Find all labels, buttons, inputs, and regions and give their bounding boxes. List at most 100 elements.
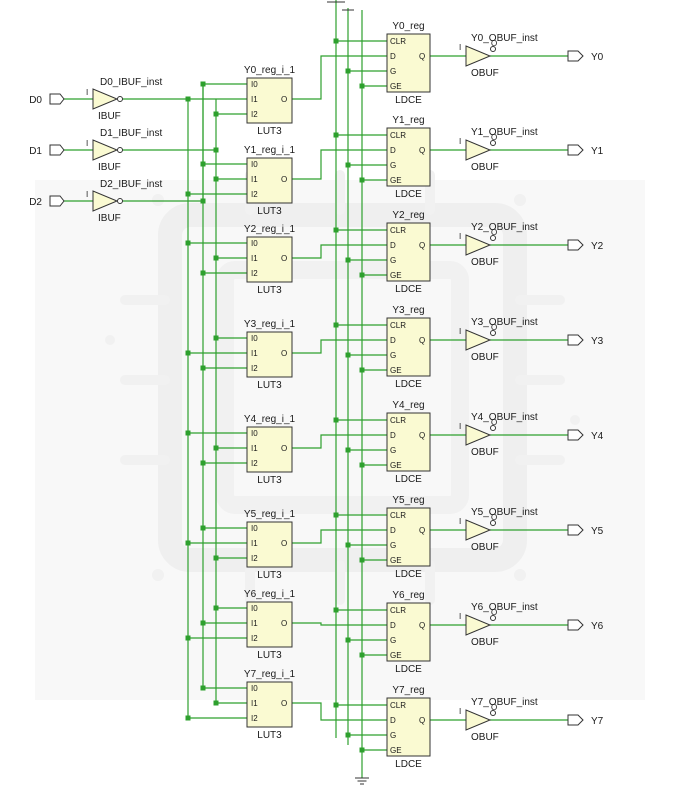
reg-pin-label: GE [390, 271, 402, 280]
input-port-arrow-icon[interactable] [49, 195, 65, 207]
lut-to-reg-wire [292, 434, 387, 449]
ldce-block[interactable] [386, 33, 431, 93]
output-port-arrow-icon[interactable] [567, 524, 584, 536]
ldce-block[interactable] [386, 317, 431, 377]
lut-pin-label: I1 [251, 539, 258, 548]
input-port-arrow-icon[interactable] [49, 93, 65, 105]
reg-pin-label: GE [390, 176, 402, 185]
junction-dot [359, 747, 365, 753]
reg-pin-label: GE [390, 651, 402, 660]
junction-dot [185, 240, 191, 246]
ibuf-pin-i: I [86, 88, 88, 97]
output-port-arrow-icon[interactable] [567, 144, 584, 156]
lut-pin-label: I1 [251, 699, 258, 708]
junction-dot [213, 335, 219, 341]
ldce-block[interactable] [386, 222, 431, 282]
lut3-block[interactable] [246, 331, 293, 378]
buffer-bubble [117, 198, 123, 204]
lut3-block[interactable] [246, 681, 293, 728]
buffer-triangle-icon[interactable] [465, 139, 492, 161]
lut-instance-name: Y1_reg_i_1 [244, 145, 296, 156]
lut-type-label: LUT3 [257, 475, 282, 486]
lut-pin-label: I1 [251, 444, 258, 453]
obuf-pin-i: I [459, 517, 461, 526]
buffer-triangle-icon[interactable] [92, 190, 119, 212]
ldce-block[interactable] [386, 602, 431, 662]
output-port-arrow-icon[interactable] [567, 239, 584, 251]
reg-pin-label: CLR [390, 131, 406, 140]
obuf-pin-o: O [491, 133, 497, 142]
lut3-block[interactable] [246, 157, 293, 204]
junction-dot [200, 161, 206, 167]
lut-pin-label: I2 [251, 190, 258, 199]
lut-pin-o: O [281, 444, 287, 453]
ldce-block[interactable] [386, 412, 431, 472]
junction-dot [359, 83, 365, 89]
output-port-arrow-icon[interactable] [567, 429, 584, 441]
junction-dot [185, 96, 191, 102]
lut-pin-label: I0 [251, 429, 258, 438]
input-port-arrow-icon[interactable] [49, 144, 65, 156]
lut-instance-name: Y6_reg_i_1 [244, 589, 296, 600]
lut-pin-label: I2 [251, 269, 258, 278]
buffer-triangle-icon[interactable] [92, 139, 119, 161]
obuf-instance-name: Y7_OBUF_inst [471, 697, 538, 708]
junction-dot [213, 605, 219, 611]
reg-pin-label: D [390, 336, 396, 345]
lut3-block[interactable] [246, 426, 293, 473]
reg-instance-name: Y6_reg [392, 590, 424, 601]
obuf-pin-i: I [459, 137, 461, 146]
obuf-pin-o: O [491, 323, 497, 332]
junction-dot [333, 322, 339, 328]
reg-pin-q: Q [419, 526, 425, 535]
junction-dot [213, 176, 219, 182]
reg-instance-name: Y1_reg [392, 115, 424, 126]
junction-dot [185, 350, 191, 356]
lut-instance-name: Y4_reg_i_1 [244, 414, 296, 425]
lut-instance-name: Y2_reg_i_1 [244, 224, 296, 235]
buffer-triangle-icon[interactable] [465, 614, 492, 636]
lut3-block[interactable] [246, 521, 293, 568]
buffer-triangle-icon[interactable] [465, 519, 492, 541]
buffer-triangle-icon[interactable] [92, 88, 119, 110]
obuf-pin-o: O [491, 418, 497, 427]
ldce-block[interactable] [386, 507, 431, 567]
junction-dot [185, 430, 191, 436]
reg-instance-name: Y5_reg [392, 495, 424, 506]
junction-dot [359, 652, 365, 658]
output-port-arrow-icon[interactable] [567, 334, 584, 346]
reg-pin-label: G [390, 636, 396, 645]
buffer-triangle-icon[interactable] [465, 45, 492, 67]
buffer-triangle-icon[interactable] [465, 234, 492, 256]
junction-dot [345, 447, 351, 453]
output-port-arrow-icon[interactable] [567, 50, 584, 62]
output-port-label: Y0 [591, 52, 604, 63]
buffer-triangle-icon[interactable] [465, 424, 492, 446]
junction-dot [185, 540, 191, 546]
obuf-pin-o: O [491, 513, 497, 522]
buffer-bubble [490, 425, 496, 431]
buffer-bubble [490, 520, 496, 526]
output-port-arrow-icon[interactable] [567, 714, 584, 726]
ldce-block[interactable] [386, 697, 431, 757]
lut-pin-o: O [281, 699, 287, 708]
lut3-block[interactable] [246, 236, 293, 283]
lut-pin-label: I2 [251, 459, 258, 468]
buffer-triangle-icon[interactable] [465, 329, 492, 351]
lut-to-reg-wire [292, 339, 387, 354]
lut3-block[interactable] [246, 77, 293, 124]
output-port-arrow-icon[interactable] [567, 619, 584, 631]
buffer-triangle-icon[interactable] [465, 709, 492, 731]
reg-pin-label: D [390, 526, 396, 535]
reg-pin-q: Q [419, 431, 425, 440]
lut3-block[interactable] [246, 601, 293, 648]
lut-instance-name: Y5_reg_i_1 [244, 509, 296, 520]
junction-dot [185, 191, 191, 197]
ldce-block[interactable] [386, 127, 431, 187]
output-port-label: Y2 [591, 241, 604, 252]
reg-pin-label: CLR [390, 511, 406, 520]
buffer-bubble [490, 235, 496, 241]
junction-dot [200, 525, 206, 531]
reg-pin-label: CLR [390, 226, 406, 235]
